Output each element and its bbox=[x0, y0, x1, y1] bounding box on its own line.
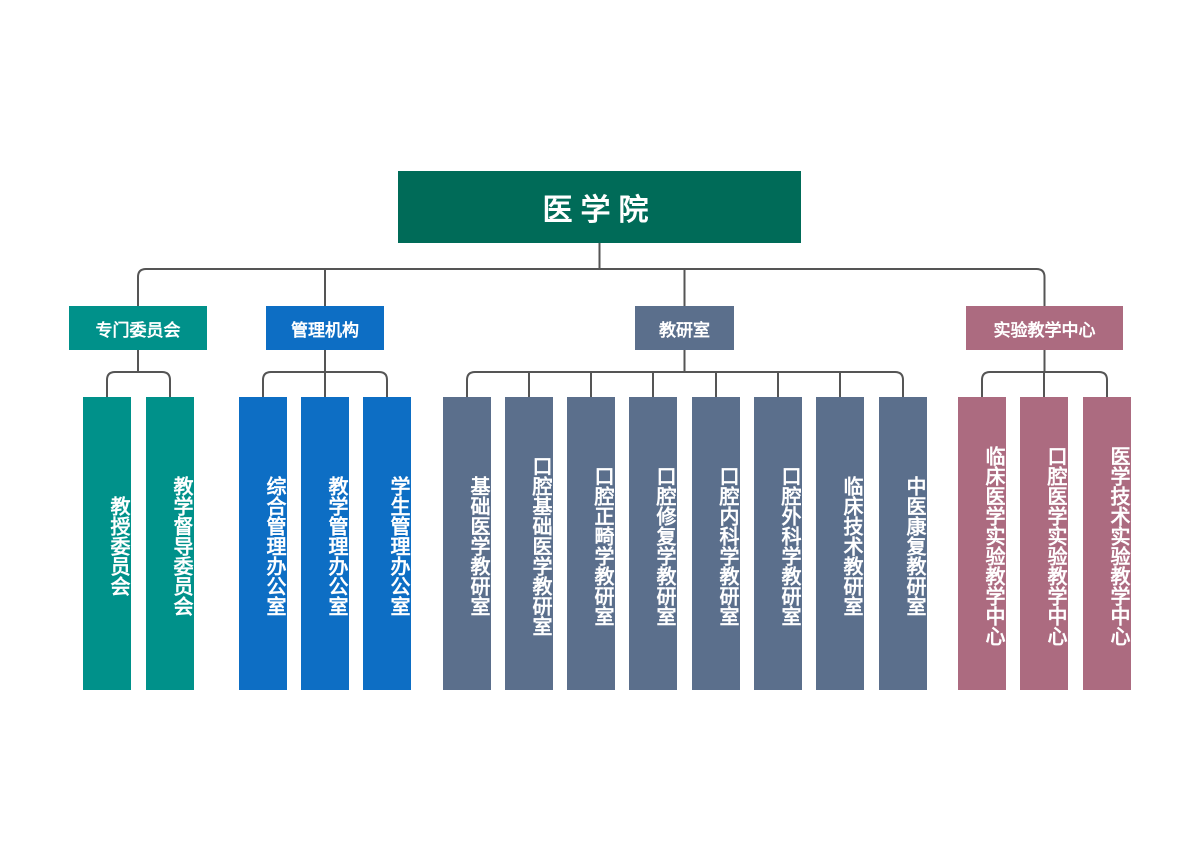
leaf-label: 学生管理办公室 bbox=[387, 476, 409, 616]
leaf-node: 口腔修复学教研室 bbox=[629, 397, 677, 690]
leaf-label: 基础医学教研室 bbox=[467, 476, 489, 616]
group-committees: 专门委员会 bbox=[69, 306, 207, 350]
leaf-node: 综合管理办公室 bbox=[239, 397, 287, 690]
leaf-label: 口腔医学实验教学中心 bbox=[1044, 446, 1066, 646]
leaf-node: 口腔正畸学教研室 bbox=[567, 397, 615, 690]
group-label: 实验教学中心 bbox=[993, 320, 1096, 340]
leaf-node: 教学管理办公室 bbox=[301, 397, 349, 690]
leaf-label: 口腔基础医学教研室 bbox=[529, 456, 551, 636]
leaf-label: 教授委员会 bbox=[107, 496, 129, 596]
leaf-node: 临床医学实验教学中心 bbox=[958, 397, 1006, 690]
leaf-label: 口腔外科学教研室 bbox=[778, 466, 800, 626]
group-0-connector-bus bbox=[106, 371, 171, 381]
group-label: 管理机构 bbox=[291, 320, 359, 340]
leaf-node: 口腔外科学教研室 bbox=[754, 397, 802, 690]
group-label: 教研室 bbox=[659, 320, 710, 340]
leaf-label: 口腔修复学教研室 bbox=[653, 466, 675, 626]
leaf-node: 教授委员会 bbox=[83, 397, 131, 690]
leaf-node: 口腔医学实验教学中心 bbox=[1020, 397, 1068, 690]
group-teaching-research: 教研室 bbox=[635, 306, 734, 350]
root-node: 医学院 bbox=[398, 171, 801, 243]
leaf-label: 口腔内科学教研室 bbox=[716, 466, 738, 626]
leaf-label: 中医康复教研室 bbox=[903, 476, 925, 616]
leaf-node: 基础医学教研室 bbox=[443, 397, 491, 690]
leaf-label: 教学督导委员会 bbox=[170, 476, 192, 616]
group-label: 专门委员会 bbox=[95, 320, 181, 340]
leaf-node: 医学技术实验教学中心 bbox=[1083, 397, 1131, 690]
group-lab-center: 实验教学中心 bbox=[966, 306, 1123, 350]
leaf-node: 中医康复教研室 bbox=[879, 397, 927, 690]
group-2-connector-bus bbox=[466, 371, 904, 381]
leaf-label: 口腔正畸学教研室 bbox=[591, 466, 613, 626]
leaf-node: 教学督导委员会 bbox=[146, 397, 194, 690]
group-management: 管理机构 bbox=[266, 306, 384, 350]
root-label: 医学院 bbox=[542, 194, 657, 227]
root-connector-bus bbox=[137, 268, 1046, 278]
leaf-label: 临床技术教研室 bbox=[840, 476, 862, 616]
leaf-label: 医学技术实验教学中心 bbox=[1107, 446, 1129, 646]
leaf-node: 口腔内科学教研室 bbox=[692, 397, 740, 690]
leaf-node: 学生管理办公室 bbox=[363, 397, 411, 690]
leaf-label: 临床医学实验教学中心 bbox=[982, 446, 1004, 646]
leaf-label: 综合管理办公室 bbox=[263, 476, 285, 616]
leaf-node: 临床技术教研室 bbox=[816, 397, 864, 690]
leaf-node: 口腔基础医学教研室 bbox=[505, 397, 553, 690]
leaf-label: 教学管理办公室 bbox=[325, 476, 347, 616]
